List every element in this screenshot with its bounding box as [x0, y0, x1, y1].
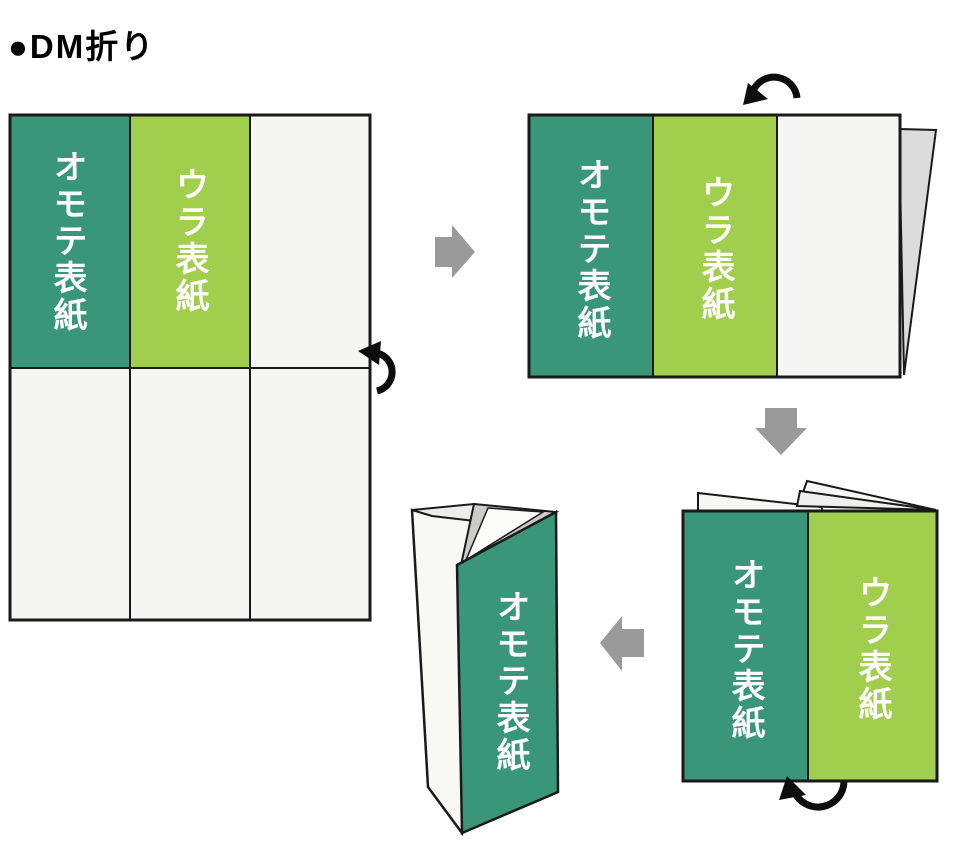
step1-blank-cell: [9, 367, 131, 621]
step2-back-cover-cell: [652, 114, 778, 378]
leaflet-inner-page-sliver: [464, 507, 546, 562]
leaflet-front-panel: [455, 509, 560, 835]
step3-front-cover-cell: [682, 510, 809, 782]
label-step3-back-cover: ウラ表紙: [853, 575, 891, 723]
step3-sheet-border: [681, 509, 939, 783]
arrow-left-icon: [600, 616, 644, 671]
step2-back-page: [897, 127, 938, 376]
step3-fanned-page-2: [795, 489, 937, 511]
label-step1-front-cover: オモテ表紙: [48, 149, 86, 334]
page-title: ●DM折り: [8, 28, 156, 65]
fold-under-arrow-icon: [779, 776, 848, 811]
fold-up-arrow-head: [358, 341, 381, 365]
label-step2-front-cover: オモテ表紙: [572, 157, 610, 342]
step2-front-cover-cell: [528, 114, 654, 378]
label-step4-front-cover: オモテ表紙: [491, 589, 529, 774]
arrow-right-icon: [435, 225, 475, 278]
label-step1-back-cover: ウラ表紙: [170, 167, 208, 315]
fold-over-arrow-head: [743, 83, 768, 105]
label-step2-back-cover: ウラ表紙: [696, 175, 734, 323]
step1-blank-cell: [249, 114, 371, 369]
fold-up-arrow-icon: [358, 341, 396, 395]
step1-flat-sheet: [8, 113, 372, 622]
step3-tri-folding-sheet: [681, 479, 939, 783]
step1-back-cover-cell: [129, 114, 251, 369]
step1-blank-cell: [249, 367, 371, 621]
step2-blank-cell: [776, 114, 901, 378]
step4-finished-leaflet: [410, 502, 560, 837]
fold-over-arrow-icon: [743, 73, 801, 105]
step2-half-folded-sheet: [527, 113, 938, 379]
step1-sheet-border: [8, 113, 372, 622]
fold-under-arrow-head: [779, 776, 806, 800]
step2-sheet-border: [527, 113, 902, 379]
step1-front-cover-cell: [9, 114, 131, 369]
arrow-down-icon: [755, 408, 807, 455]
fold-under-arrow-arc: [790, 781, 848, 811]
fold-over-arrow-arc: [749, 73, 801, 99]
step1-blank-cell: [129, 367, 251, 621]
step3-back-cover-cell: [807, 510, 938, 782]
label-step3-front-cover: オモテ表紙: [726, 557, 764, 742]
fold-up-arrow-arc: [375, 349, 396, 395]
